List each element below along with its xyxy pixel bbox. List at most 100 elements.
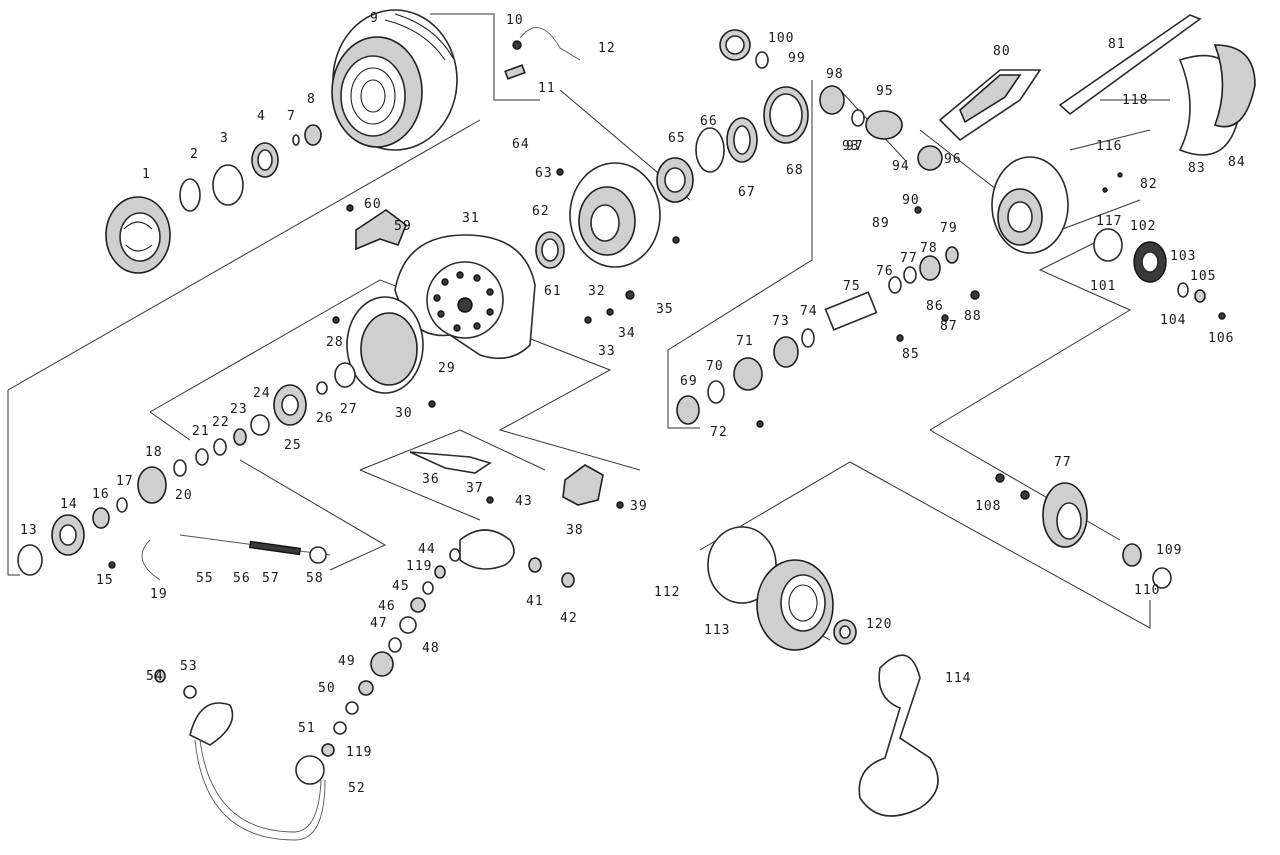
part-label: 103 (1170, 249, 1196, 264)
part-label: 10 (506, 13, 524, 28)
part-label: 1 (142, 167, 151, 182)
part-label: 102 (1130, 219, 1156, 234)
part-label: 2 (190, 147, 199, 162)
part-label: 108 (975, 499, 1001, 514)
part-label: 9 (370, 11, 379, 26)
part-label: 76 (876, 264, 894, 279)
part-label: 54 (146, 669, 164, 684)
part-label: 109 (1156, 543, 1182, 558)
part-label: 41 (526, 594, 544, 609)
rotor-ring-part (346, 296, 424, 394)
part-label: 80 (993, 44, 1011, 59)
part-label: 86 (926, 299, 944, 314)
part-label: 74 (800, 304, 818, 319)
part-label: 90 (902, 193, 920, 208)
part-label: 49 (338, 654, 356, 669)
part-label: 98 (826, 67, 844, 82)
part-label: 53 (180, 659, 198, 674)
part-label: 56 (233, 571, 251, 586)
part-label: 114 (945, 671, 971, 686)
rotor-part (394, 234, 536, 360)
part-label: 44 (418, 542, 436, 557)
part-label: 88 (964, 309, 982, 324)
part-label: 118 (1122, 93, 1148, 108)
part-label: 112 (654, 585, 680, 600)
part-label: 73 (772, 314, 790, 329)
part-label: 66 (700, 114, 718, 129)
part-label: 27 (340, 402, 358, 417)
part-label: 21 (192, 424, 210, 439)
part-label: 39 (630, 499, 648, 514)
part-label: 50 (318, 681, 336, 696)
part-label: 11 (538, 81, 556, 96)
part-label: 7 (287, 109, 296, 124)
part-label: 83 (1188, 161, 1206, 176)
part-label: 105 (1190, 269, 1216, 284)
body-part (991, 156, 1069, 254)
part-label: 12 (598, 41, 616, 56)
part-label: 64 (512, 137, 530, 152)
part-label: 65 (668, 131, 686, 146)
part-label: 93 (842, 139, 860, 154)
part-label: 26 (316, 411, 334, 426)
part-label: 57 (262, 571, 280, 586)
drag-knob-part (105, 196, 171, 274)
part-label: 4 (257, 109, 266, 124)
part-label: 55 (196, 571, 214, 586)
part-label: 77 (1054, 455, 1072, 470)
part-label: 42 (560, 611, 578, 626)
part-label: 20 (175, 488, 193, 503)
part-label: 63 (535, 166, 553, 181)
part-label: 96 (944, 152, 962, 167)
part-label: 67 (738, 185, 756, 200)
part-label: 84 (1228, 155, 1246, 170)
part-label: 75 (843, 279, 861, 294)
part-label: 37 (466, 481, 484, 496)
part-label: 34 (618, 326, 636, 341)
part-label: 89 (872, 216, 890, 231)
part-label: 82 (1140, 177, 1158, 192)
part-label: 78 (920, 241, 938, 256)
part-label: 17 (116, 474, 134, 489)
part-label: 23 (230, 402, 248, 417)
part-label: 25 (284, 438, 302, 453)
part-label: 8 (307, 92, 316, 107)
part-label: 59 (394, 219, 412, 234)
part-label: 77 (900, 251, 918, 266)
part-label: 72 (710, 425, 728, 440)
part-label: 71 (736, 334, 754, 349)
part-label: 101 (1090, 279, 1116, 294)
main-gear-part (1042, 482, 1088, 548)
part-label: 95 (876, 84, 894, 99)
part-label: 58 (306, 571, 324, 586)
part-label: 13 (20, 523, 38, 538)
part-label: 28 (326, 335, 344, 350)
part-label: 32 (588, 284, 606, 299)
part-label: 119 (406, 559, 432, 574)
part-label: 70 (706, 359, 724, 374)
part-label: 46 (378, 599, 396, 614)
part-label: 24 (253, 386, 271, 401)
handle-knob-housing-part (756, 559, 834, 651)
part-label: 3 (220, 131, 229, 146)
part-label: 87 (940, 319, 958, 334)
part-label: 36 (422, 472, 440, 487)
part-label: 19 (150, 587, 168, 602)
part-label: 106 (1208, 331, 1234, 346)
part-label: 45 (392, 579, 410, 594)
part-label: 68 (786, 163, 804, 178)
part-label: 33 (598, 344, 616, 359)
part-label: 48 (422, 641, 440, 656)
part-label: 69 (680, 374, 698, 389)
part-label: 113 (704, 623, 730, 638)
part-label: 99 (788, 51, 806, 66)
part-label: 15 (96, 573, 114, 588)
part-label: 117 (1096, 214, 1122, 229)
part-label: 31 (462, 211, 480, 226)
part-label: 52 (348, 781, 366, 796)
part-label: 29 (438, 361, 456, 376)
part-label: 18 (145, 445, 163, 460)
part-label: 119 (346, 745, 372, 760)
part-label: 60 (364, 197, 382, 212)
